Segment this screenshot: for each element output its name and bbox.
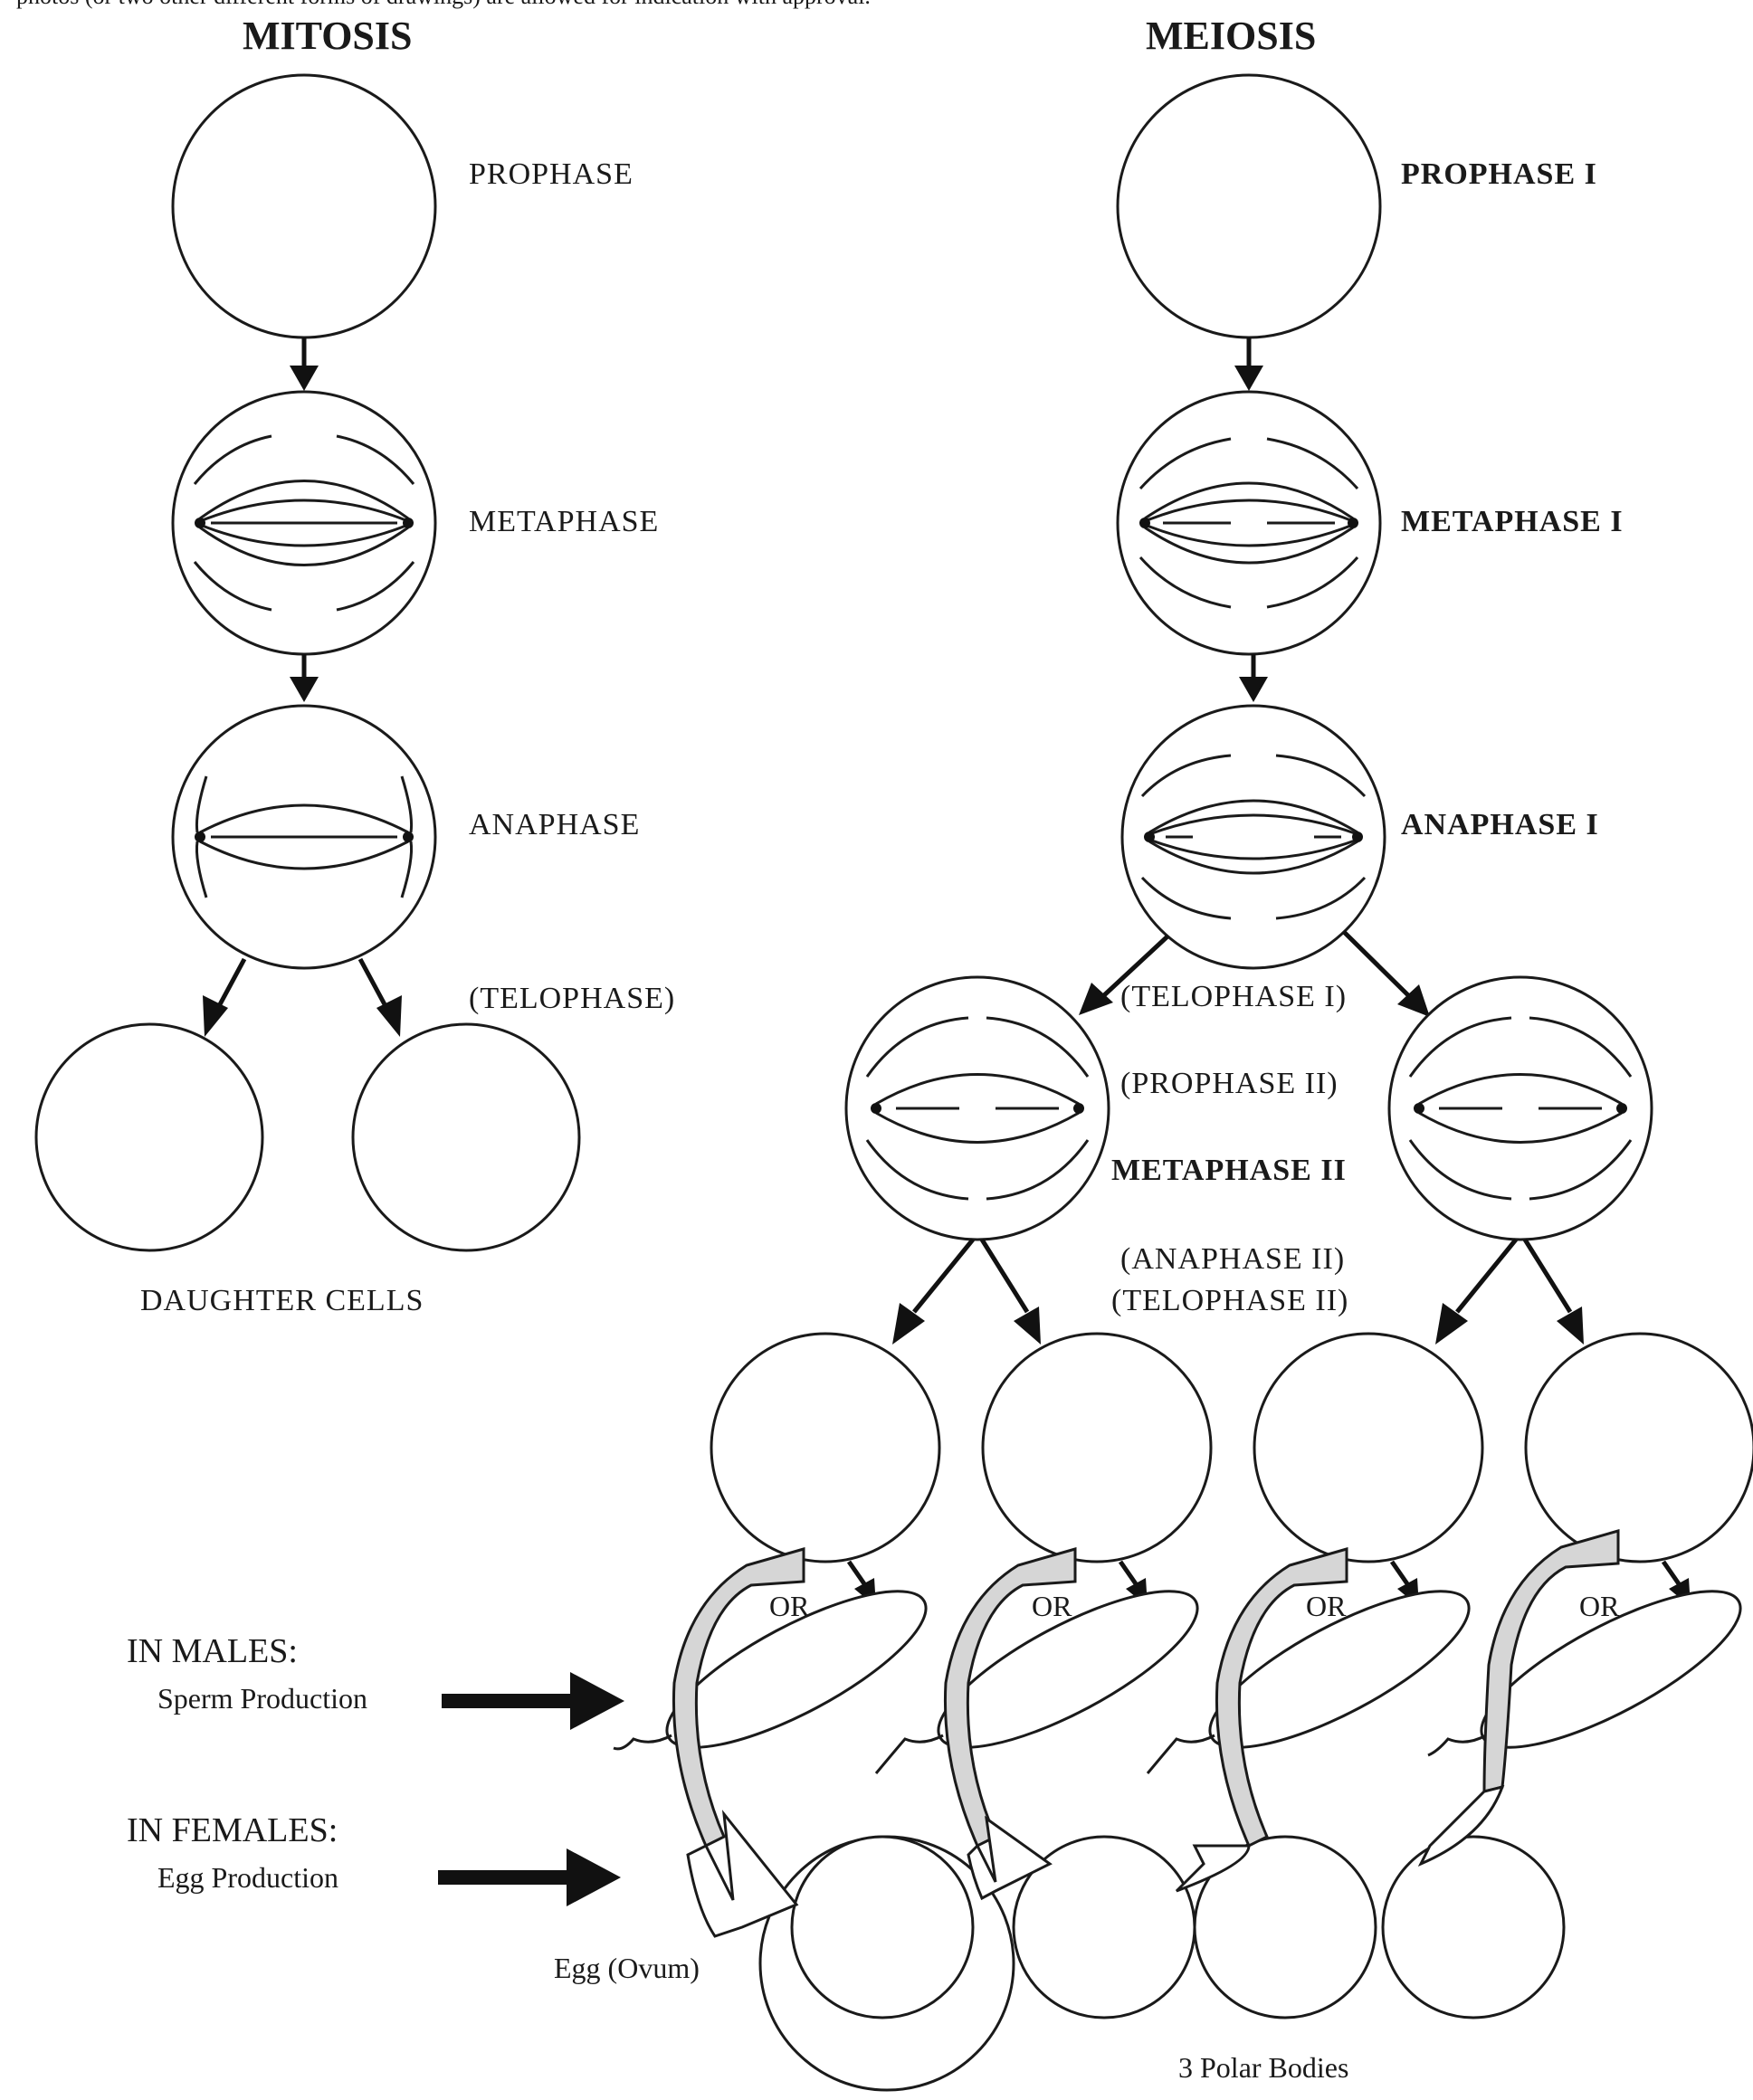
or-label-4: OR [1579, 1590, 1620, 1622]
egg-production-label: Egg Production [157, 1861, 338, 1894]
sperm-cell-3 [1146, 1590, 1471, 1774]
meiosis-metaphase2-cell-right [1387, 975, 1653, 1241]
sperm-production-label: Sperm Production [157, 1682, 367, 1715]
mitosis-metaphase-label: METAPHASE [469, 505, 659, 538]
daughter-cells-label: DAUGHTER CELLS [140, 1284, 424, 1317]
mitosis-daughter-cell-right [351, 1022, 581, 1252]
mitosis-arrow-left [203, 957, 247, 1037]
meiosis-anaphase1-cell [1120, 704, 1386, 970]
males-pointer-arrow [442, 1672, 624, 1730]
curved-arrow-4 [1417, 1529, 1620, 1867]
sperm-cell-2 [874, 1590, 1199, 1774]
meiosis-anaphase1-label: ANAPHASE I [1401, 808, 1599, 841]
males-heading: IN MALES: [127, 1632, 298, 1670]
or-label-2: OR [1032, 1590, 1072, 1622]
top-caption: photos (or two other different forms of … [16, 0, 871, 9]
mitosis-telophase-label: (TELOPHASE) [469, 982, 675, 1015]
meiosis-prophase-cell [1116, 73, 1382, 339]
sperm-cell-1 [613, 1590, 928, 1751]
meiosis-title: MEIOSIS [1146, 14, 1316, 58]
haploid-cell-4 [1524, 1332, 1753, 1563]
sperm-cell-4 [1427, 1590, 1742, 1757]
meiosis-metaphase1-label: METAPHASE I [1401, 505, 1624, 538]
haploid-cell-3 [1253, 1332, 1484, 1563]
egg-ovum-label: Egg (Ovum) [554, 1952, 700, 1984]
females-heading: IN FEMALES: [127, 1811, 338, 1849]
meiosis-metaphase1-cell [1116, 390, 1382, 656]
meiosis-arrow-1 [1234, 337, 1263, 391]
telophase1-label: (TELOPHASE I) [1120, 980, 1347, 1013]
haploid-cell-2 [981, 1332, 1213, 1563]
curved-arrow-2 [943, 1547, 1077, 1901]
mitosis-arrow-2 [290, 654, 319, 702]
haploid-cell-1 [710, 1332, 941, 1563]
mitosis-prophase-cell [171, 73, 437, 339]
mitosis-prophase-label: PROPHASE [469, 157, 634, 191]
polar-body-2 [1193, 1835, 1377, 2019]
mitosis-title: MITOSIS [243, 14, 413, 58]
females-pointer-arrow [438, 1848, 621, 1906]
meiosis-arrow-2 [1239, 654, 1268, 702]
mitosis-arrow-1 [290, 337, 319, 391]
metaphase2-label: METAPHASE II [1111, 1154, 1347, 1187]
egg-ovum-nucleus [790, 1835, 975, 2019]
polar-body-3 [1381, 1835, 1566, 2019]
mitosis-arrow-right [357, 957, 402, 1037]
mitosis-daughter-cell-left [34, 1022, 264, 1252]
prophase2-label: (PROPHASE II) [1120, 1067, 1339, 1100]
mitosis-anaphase-cell [171, 704, 437, 970]
anaphase2-label: (ANAPHASE II) [1120, 1242, 1345, 1276]
meiosis-prophase1-label: PROPHASE I [1401, 157, 1597, 191]
polar-bodies-label: 3 Polar Bodies [1178, 2051, 1348, 2084]
meiosis-arrow-left [1079, 935, 1169, 1015]
curved-arrow-1 [672, 1547, 805, 1938]
mitosis-metaphase-cell [171, 390, 437, 656]
telophase2-label: (TELOPHASE II) [1111, 1284, 1348, 1317]
or-label-3: OR [1306, 1590, 1347, 1622]
curved-arrow-3 [1175, 1547, 1348, 1893]
mitosis-anaphase-label: ANAPHASE [469, 808, 640, 841]
meiosis-arrow-right [1342, 930, 1430, 1017]
meiosis-metaphase2-cell-left [844, 975, 1110, 1241]
meiosis2-arrows [892, 1238, 1584, 1345]
